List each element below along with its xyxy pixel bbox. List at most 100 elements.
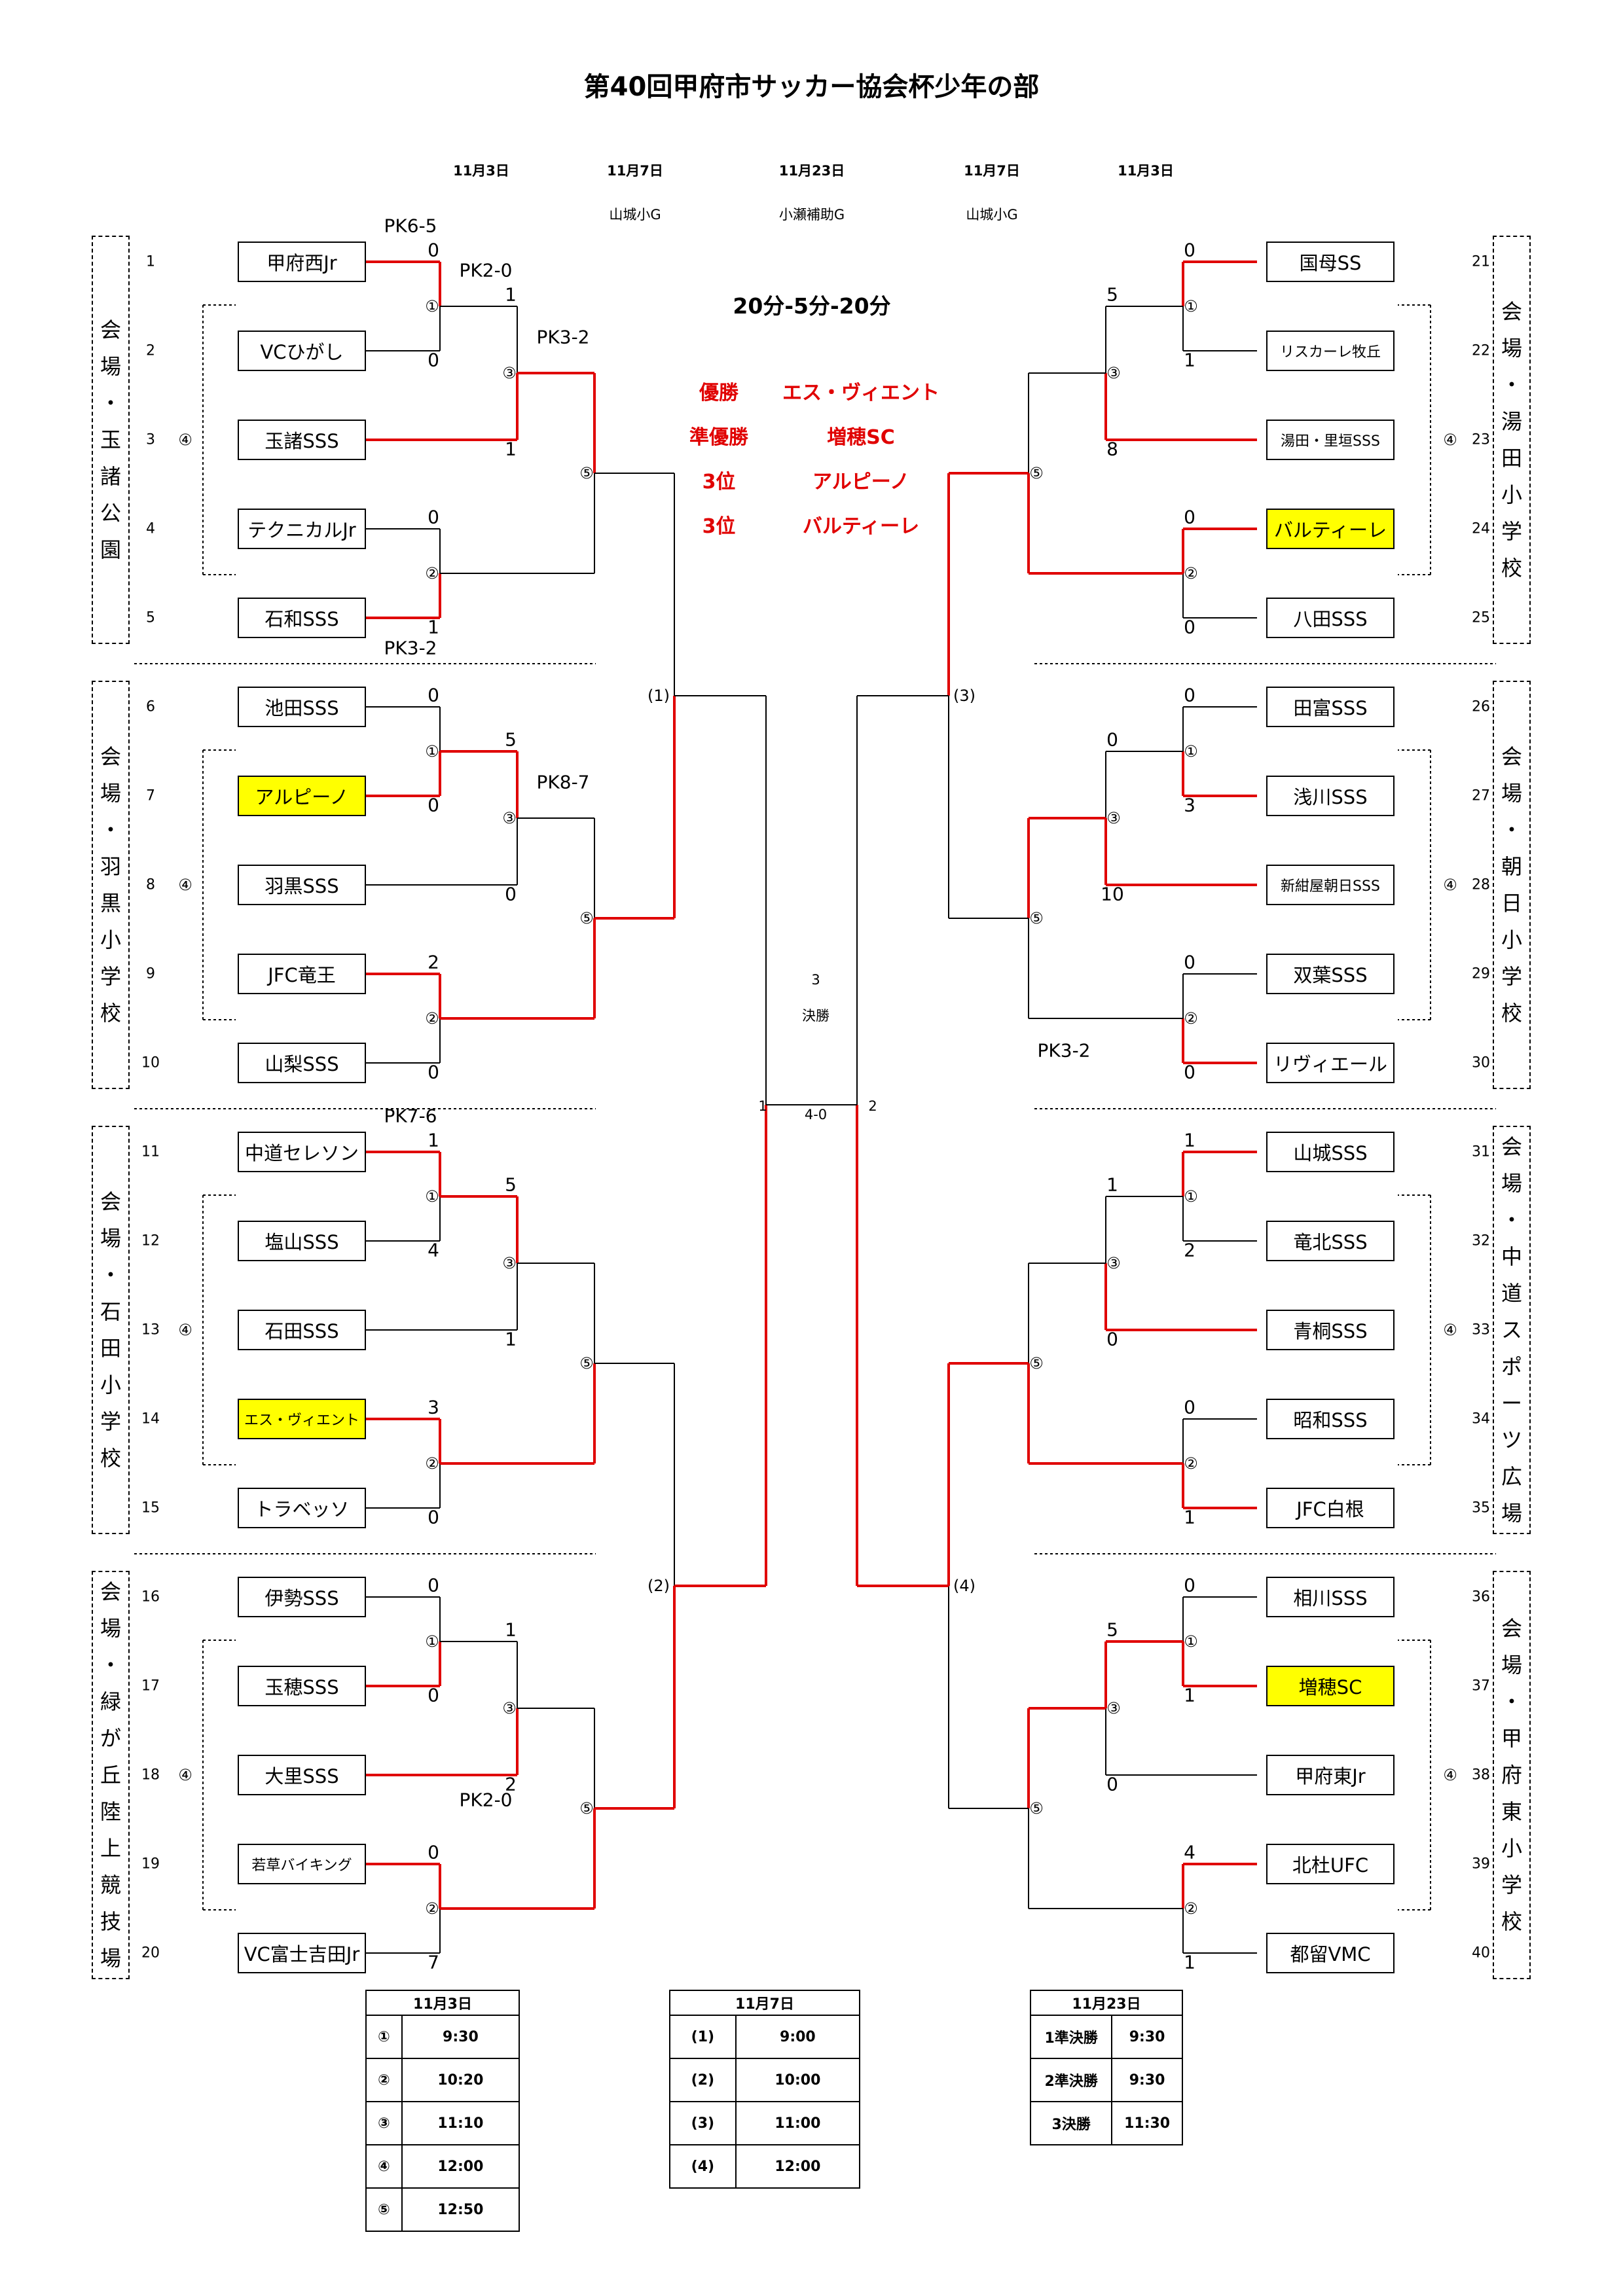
round-mark: ⑤	[579, 1354, 594, 1372]
venue-char: 田	[100, 1336, 121, 1361]
schedule-time: 11:10	[401, 2101, 520, 2145]
venue-char: 丘	[100, 1763, 121, 1787]
venue-char: 陸	[100, 1799, 121, 1824]
team-number-left: 4	[146, 520, 155, 537]
schedule-time: 12:50	[401, 2187, 520, 2232]
final-score: 4-0	[804, 1107, 828, 1122]
score-label: 0	[1184, 1574, 1195, 1596]
schedule-header: 11月23日	[1030, 1990, 1183, 2016]
team-box-right: 増穂SC	[1266, 1666, 1395, 1706]
date-header-r2-right: 11月7日	[964, 163, 1020, 179]
team-number-left: 8	[146, 876, 155, 893]
round-mark: ③	[502, 809, 517, 827]
team-number-left: 18	[141, 1767, 160, 1784]
round-mark: ④	[178, 431, 192, 449]
round-mark: ①	[425, 1187, 439, 1206]
team-number-right: 30	[1472, 1054, 1490, 1071]
venue-char: 広	[1501, 1464, 1522, 1489]
team-box-right: 昭和SSS	[1266, 1399, 1395, 1439]
venue-char: 場	[1501, 1171, 1522, 1196]
score-label: 0	[428, 1684, 439, 1706]
score-label: 0	[428, 794, 439, 816]
venue-char: 小	[1501, 1836, 1522, 1861]
venue-char: ・	[1501, 1689, 1522, 1714]
team-box-left: 伊勢SSS	[238, 1577, 366, 1617]
round-mark: (2)	[647, 1577, 670, 1595]
venue-char: 学	[1501, 1873, 1522, 1897]
schedule-time: 9:00	[735, 2015, 861, 2059]
venue-char: 場	[100, 1616, 121, 1641]
score-label: 2	[428, 951, 439, 973]
venue-char: 会	[100, 1579, 121, 1604]
round-mark: ②	[425, 1009, 439, 1028]
score-label: 0	[1106, 1773, 1118, 1795]
final-label: 決勝	[802, 1008, 830, 1024]
venue-char: 道	[1501, 1281, 1522, 1306]
venue-box: 会場・湯田小学校	[1493, 236, 1531, 644]
team-box-right: JFC白根	[1266, 1488, 1395, 1528]
pk-score-label: PK6-5	[384, 215, 437, 237]
result-rank-2: 準優勝	[689, 426, 748, 449]
round-mark: ②	[425, 1899, 439, 1918]
team-box-left: 中道セレソン	[238, 1132, 366, 1172]
team-number-left: 5	[146, 609, 155, 626]
score-label: 1	[1184, 1506, 1195, 1528]
round-mark: ⑤	[1029, 464, 1044, 482]
team-number-right: 26	[1472, 698, 1490, 715]
result-rank-3a: 3位	[702, 471, 736, 493]
team-box-left: 石和SSS	[238, 598, 366, 638]
round-mark: (1)	[647, 687, 670, 705]
venue-char: 緑	[100, 1689, 121, 1714]
score-label: 0	[1184, 1061, 1195, 1083]
round-mark: ④	[1443, 1321, 1457, 1339]
venue-char: 場	[100, 1946, 121, 1971]
venue-char: ・	[1501, 372, 1522, 397]
score-label: 0	[505, 883, 517, 905]
schedule-round: ⑤	[365, 2187, 403, 2232]
round-mark: (4)	[953, 1577, 976, 1595]
team-box-left: 大里SSS	[238, 1755, 366, 1795]
team-number-right: 33	[1472, 1321, 1490, 1338]
result-team-3a: アルピーノ	[812, 471, 909, 493]
team-number-left: 14	[141, 1410, 160, 1427]
venue-box: 会場・中道スポーツ広場	[1493, 1126, 1531, 1534]
team-box-left: アルピーノ	[238, 776, 366, 816]
result-team-2: 増穂SC	[827, 426, 895, 449]
team-box-left: 塩山SSS	[238, 1221, 366, 1261]
venue-header-final: 小瀬補助G	[778, 207, 845, 223]
team-number-right: 31	[1472, 1143, 1490, 1160]
team-box-right: 竜北SSS	[1266, 1221, 1395, 1261]
team-box-left: 石田SSS	[238, 1310, 366, 1350]
team-number-right: 39	[1472, 1856, 1490, 1873]
team-number-left: 19	[141, 1856, 160, 1873]
round-mark: ③	[1106, 364, 1121, 382]
date-header-r2-left: 11月7日	[607, 163, 663, 179]
venue-box: 会場・甲府東小学校	[1493, 1571, 1531, 1979]
venue-char: 小	[100, 927, 121, 952]
venue-char: 学	[100, 964, 121, 989]
round-mark: ①	[1184, 1187, 1198, 1206]
team-box-left: 羽黒SSS	[238, 865, 366, 905]
final-right-score: 2	[868, 1098, 877, 1114]
team-number-left: 6	[146, 698, 155, 715]
schedule-time: 10:20	[401, 2058, 520, 2102]
team-box-right: 新紺屋朝日SSS	[1266, 865, 1395, 905]
venue-char: 黒	[100, 891, 121, 916]
venue-char: 場	[1501, 336, 1522, 361]
team-box-left: 玉穂SSS	[238, 1666, 366, 1706]
schedule-round: ④	[365, 2144, 403, 2189]
team-box-right: 国母SS	[1266, 242, 1395, 282]
venue-char: 田	[1501, 446, 1522, 471]
round-mark: ①	[425, 742, 439, 761]
venue-char: 公	[100, 501, 121, 526]
round-mark: ②	[1184, 1009, 1198, 1028]
venue-char: 校	[1501, 556, 1522, 581]
result-rank-1: 優勝	[699, 382, 739, 404]
score-label: 0	[428, 349, 439, 371]
venue-char: 日	[1501, 891, 1522, 916]
schedule-time: 10:00	[735, 2058, 861, 2102]
score-label: 5	[1106, 1619, 1118, 1641]
venue-char: 中	[1501, 1244, 1522, 1269]
team-box-right: 田富SSS	[1266, 687, 1395, 727]
